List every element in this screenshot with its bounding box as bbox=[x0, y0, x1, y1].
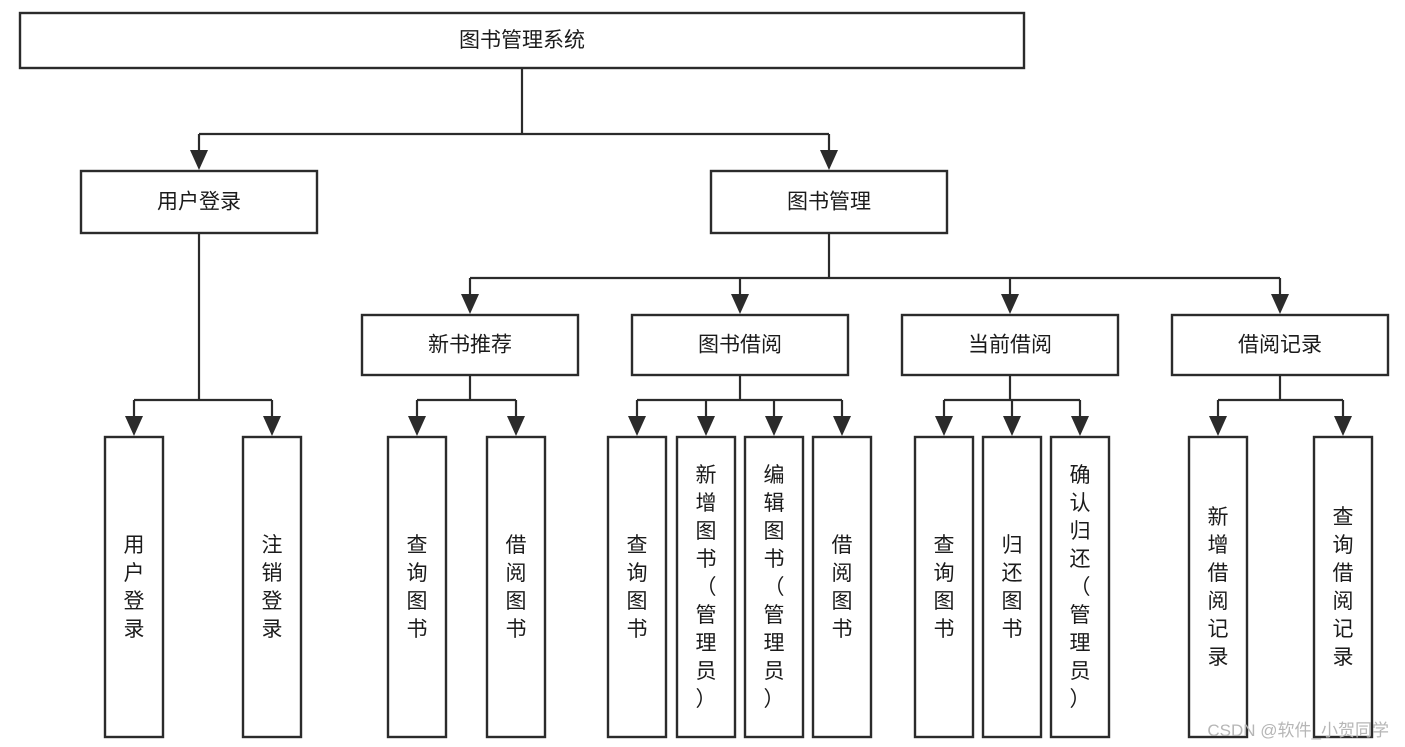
node-label: 新增借阅记录 bbox=[1208, 506, 1229, 669]
node-box bbox=[900, 313, 1120, 377]
connector-layer bbox=[125, 68, 1352, 436]
node-label: 确认归还（管理员） bbox=[1070, 464, 1091, 711]
node-leaf-logout[interactable]: 注销登录 bbox=[241, 435, 303, 739]
node-leaf-borrow-book-1[interactable]: 借阅图书 bbox=[485, 435, 547, 739]
node-label: 新书推荐 bbox=[428, 334, 512, 357]
node-box bbox=[360, 313, 580, 377]
node-leaf-query-book-3[interactable]: 查询图书 bbox=[913, 435, 975, 739]
node-label: 借阅记录 bbox=[1238, 334, 1322, 357]
node-box bbox=[1170, 313, 1390, 377]
node-box bbox=[981, 435, 1043, 739]
node-current-borrow[interactable]: 当前借阅 bbox=[900, 313, 1120, 377]
node-box bbox=[1187, 435, 1249, 739]
node-label: 注销登录 bbox=[262, 534, 283, 641]
node-box bbox=[675, 435, 737, 739]
node-book-borrow[interactable]: 图书借阅 bbox=[630, 313, 850, 377]
node-label: 当前借阅 bbox=[968, 334, 1052, 357]
node-layer: 图书管理系统用户登录图书管理新书推荐图书借阅当前借阅借阅记录用户登录注销登录查询… bbox=[18, 11, 1390, 739]
node-label: 查询图书 bbox=[627, 534, 648, 641]
node-user-login[interactable]: 用户登录 bbox=[79, 169, 319, 235]
node-label: 图书借阅 bbox=[698, 334, 782, 357]
node-box bbox=[913, 435, 975, 739]
node-box bbox=[630, 313, 850, 377]
node-label: 归还图书 bbox=[1002, 534, 1023, 641]
connector-group bbox=[935, 375, 1089, 436]
node-box bbox=[709, 169, 949, 235]
node-book-manage[interactable]: 图书管理 bbox=[709, 169, 949, 235]
node-label: 新增图书（管理员） bbox=[696, 464, 717, 711]
node-box bbox=[241, 435, 303, 739]
node-box bbox=[386, 435, 448, 739]
node-box bbox=[1312, 435, 1374, 739]
node-label: 编辑图书（管理员） bbox=[764, 464, 785, 711]
node-root[interactable]: 图书管理系统 bbox=[18, 11, 1026, 70]
node-leaf-add-record[interactable]: 新增借阅记录 bbox=[1187, 435, 1249, 739]
node-leaf-return-book[interactable]: 归还图书 bbox=[981, 435, 1043, 739]
node-leaf-borrow-book-2[interactable]: 借阅图书 bbox=[811, 435, 873, 739]
node-label: 图书管理 bbox=[787, 191, 871, 214]
node-leaf-query-book-1[interactable]: 查询图书 bbox=[386, 435, 448, 739]
node-label: 用户登录 bbox=[124, 534, 145, 641]
node-label: 图书管理系统 bbox=[459, 29, 585, 52]
connector-group bbox=[408, 375, 525, 436]
node-box bbox=[1049, 435, 1111, 739]
node-borrow-record[interactable]: 借阅记录 bbox=[1170, 313, 1390, 377]
node-leaf-add-book[interactable]: 新增图书（管理员） bbox=[675, 435, 737, 739]
node-label: 借阅图书 bbox=[506, 534, 527, 641]
node-leaf-confirm-return[interactable]: 确认归还（管理员） bbox=[1049, 435, 1111, 739]
connector-group bbox=[125, 233, 281, 436]
node-leaf-query-record[interactable]: 查询借阅记录 bbox=[1312, 435, 1374, 739]
node-label: 查询图书 bbox=[934, 534, 955, 641]
node-leaf-user-login[interactable]: 用户登录 bbox=[103, 435, 165, 739]
node-label: 用户登录 bbox=[157, 191, 241, 214]
node-box bbox=[18, 11, 1026, 70]
node-new-book-rec[interactable]: 新书推荐 bbox=[360, 313, 580, 377]
connector-group bbox=[461, 233, 1289, 314]
node-leaf-query-book-2[interactable]: 查询图书 bbox=[606, 435, 668, 739]
node-box bbox=[103, 435, 165, 739]
connector-group bbox=[628, 375, 851, 436]
connector-group bbox=[1209, 375, 1352, 436]
node-box bbox=[743, 435, 805, 739]
node-box bbox=[811, 435, 873, 739]
node-label: 查询图书 bbox=[407, 534, 428, 641]
node-box bbox=[485, 435, 547, 739]
node-label: 借阅图书 bbox=[832, 534, 853, 641]
node-leaf-edit-book[interactable]: 编辑图书（管理员） bbox=[743, 435, 805, 739]
connector-group bbox=[190, 68, 838, 170]
node-box bbox=[79, 169, 319, 235]
node-box bbox=[606, 435, 668, 739]
node-label: 查询借阅记录 bbox=[1333, 506, 1354, 669]
